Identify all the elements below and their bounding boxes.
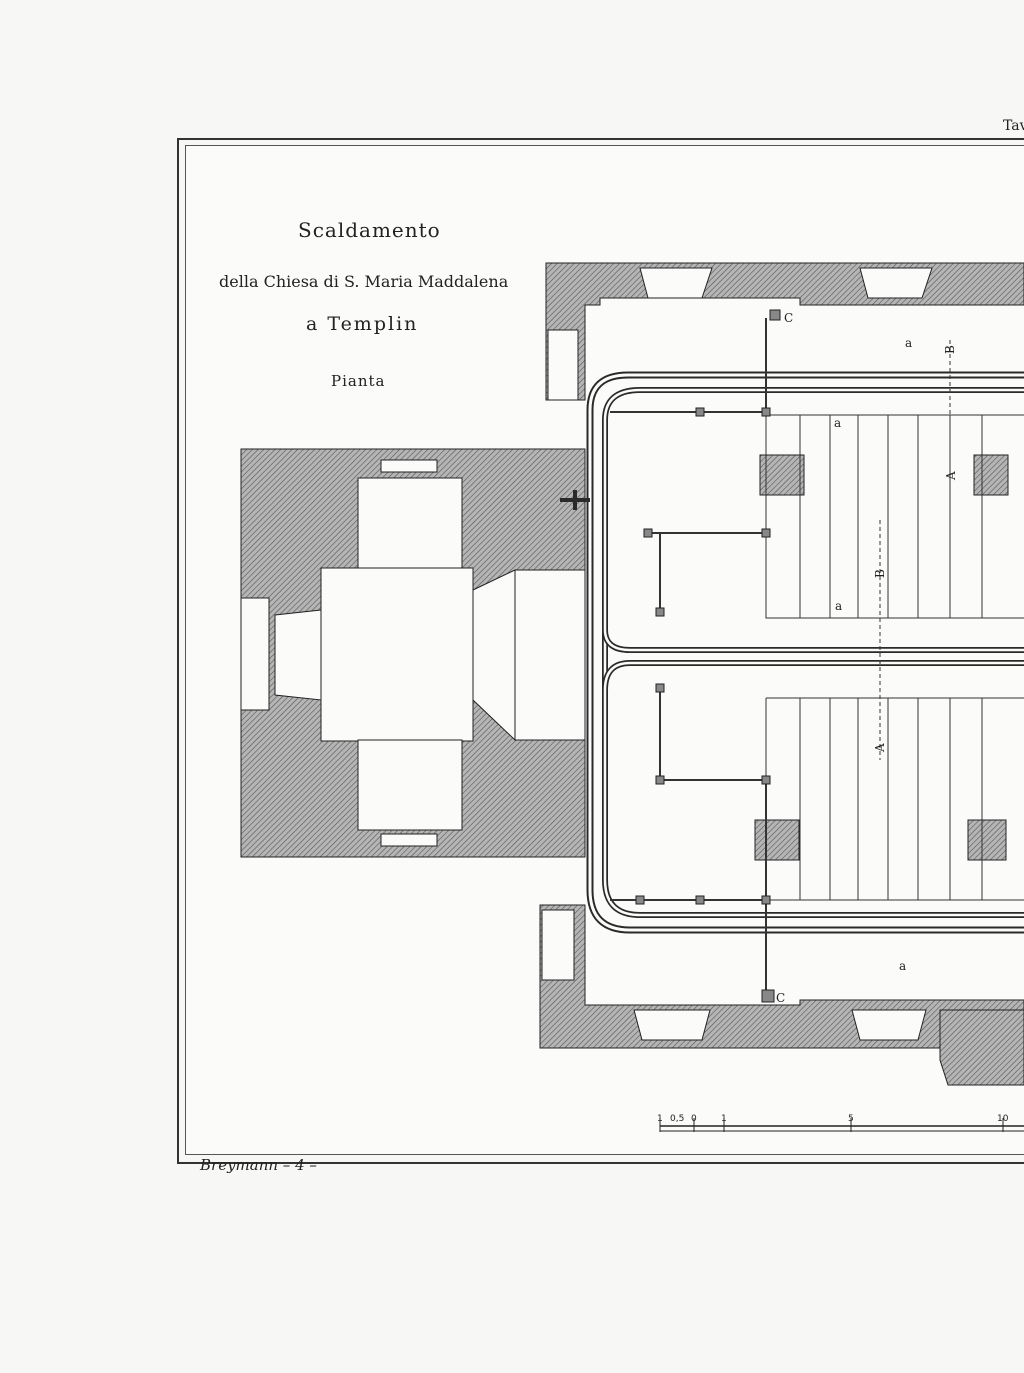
label-C-south: C xyxy=(776,991,785,1005)
title-location: a Templin xyxy=(306,313,419,335)
label-a-2: a xyxy=(834,416,841,430)
scale-tick-4: 5 xyxy=(848,1114,854,1124)
label-a-4: a xyxy=(899,959,906,973)
signature: Breymann – 4 – xyxy=(200,1156,317,1174)
section-lines xyxy=(879,340,951,760)
scale-tick-3: 1 xyxy=(721,1114,727,1124)
plate-label: Tav. xyxy=(1003,118,1024,134)
pillars xyxy=(754,454,1009,861)
scale-tick-2: 0 xyxy=(691,1114,697,1124)
label-B-north: B xyxy=(943,345,957,354)
tower-walls xyxy=(240,448,586,858)
label-a-1: a xyxy=(905,336,912,350)
scale-tick-0: 1 xyxy=(657,1114,663,1124)
branch-pipes xyxy=(610,318,767,998)
title-plan: Pianta xyxy=(331,372,386,390)
outlet-boxes xyxy=(635,309,781,1003)
heating-ducts xyxy=(560,371,1024,934)
plan-labels: B A B A a a a a C C xyxy=(776,311,958,1005)
label-A-north: A xyxy=(944,471,958,481)
label-B-mid: B xyxy=(873,569,887,578)
scale-tick-1: 0,5 xyxy=(670,1114,684,1124)
scale-bar: 1 0,5 0 1 5 10 xyxy=(657,1114,1024,1132)
label-C-north: C xyxy=(784,311,793,325)
nave-walls xyxy=(539,262,1024,1086)
scale-tick-5: 10 xyxy=(997,1114,1009,1124)
outer-frame xyxy=(177,138,1024,1164)
label-A-south: A xyxy=(873,743,887,753)
title-heating: Scaldamento xyxy=(298,218,441,242)
label-a-3: a xyxy=(835,599,842,613)
title-church: della Chiesa di S. Maria Maddalena xyxy=(219,272,509,291)
